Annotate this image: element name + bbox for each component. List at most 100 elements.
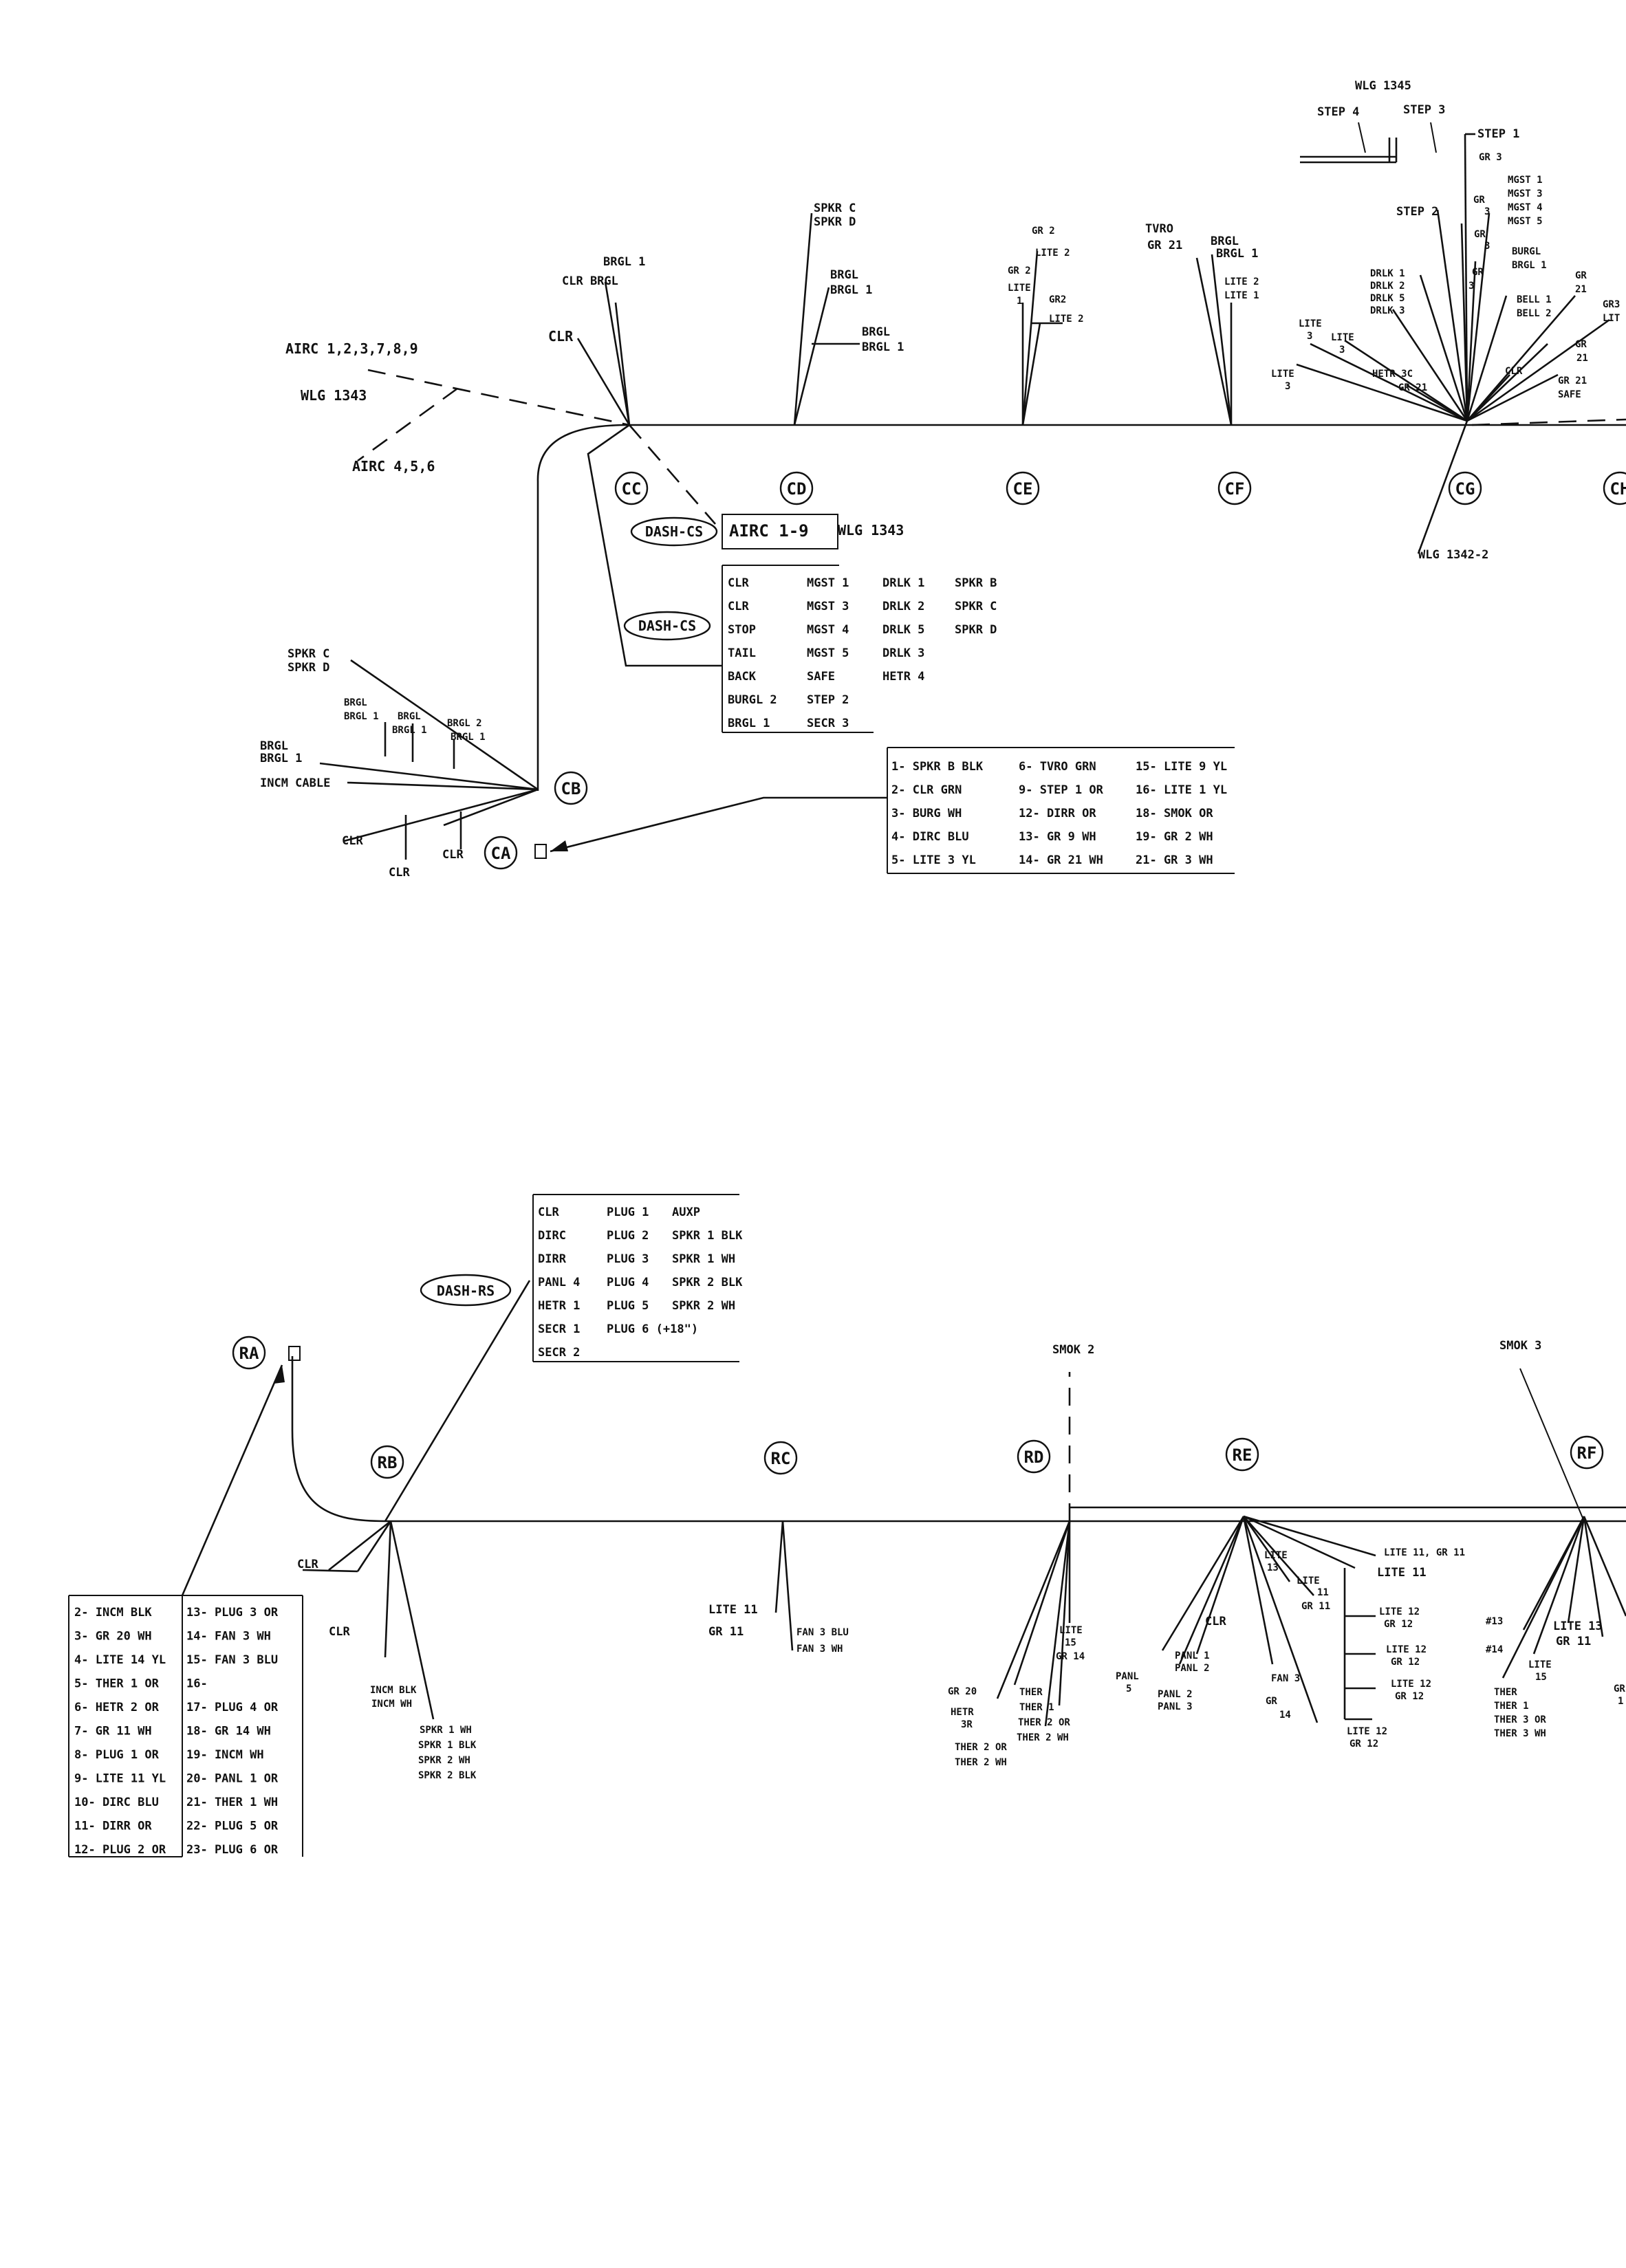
airc-1-9-label: AIRC 1-9 (729, 521, 809, 541)
dash-rs-table-cell: PLUG 6 (+18") (607, 1322, 698, 1336)
dash-rs-table-cell: HETR 1 (538, 1299, 580, 1313)
step3-label: STEP 3 (1403, 103, 1445, 117)
fan3blu-label: FAN 3 BLU (796, 1627, 849, 1638)
connector-cf: CF (1217, 471, 1252, 505)
gr12d-label: GR 12 (1349, 1738, 1378, 1749)
lite3b-label: LITE (1331, 332, 1354, 343)
panl5-label: PANL (1116, 1671, 1139, 1682)
svg-text:RD: RD (1024, 1448, 1044, 1467)
gr20-label: GR 20 (948, 1686, 977, 1697)
brgl-a-label: BRGL (830, 268, 858, 282)
airc456-branch (357, 387, 458, 462)
lite13-label: LITE (1264, 1550, 1288, 1561)
pin-table-bottom-cell: 3- GR 20 WH (74, 1630, 152, 1644)
gr21c-label: GR (1575, 339, 1587, 350)
pin-table-top-cell: 16- LITE 1 YL (1136, 783, 1227, 797)
clr3-label: CLR (342, 834, 363, 848)
dash-cs-table-cell: STOP (728, 623, 756, 637)
ther1-label: THER 1 (1019, 1702, 1054, 1713)
cc-to-dash-cs (629, 424, 716, 525)
connector-rf: RF (1570, 1435, 1604, 1470)
pin-table-top-cell: 13- GR 9 WH (1019, 830, 1096, 844)
pin-table-bottom-cell: 22- PLUG 5 OR (186, 1820, 279, 1833)
smok3-label: SMOK 3 (1499, 1339, 1541, 1353)
pin-table-top-cell: 15- LITE 9 YL (1136, 760, 1227, 774)
clr4-label: CLR (389, 866, 410, 880)
gr21c2-label: 21 (1576, 353, 1588, 364)
dash-rs-table-cell: DIRR (538, 1252, 567, 1266)
pin-table-bottom-cell: 5- THER 1 OR (74, 1677, 160, 1691)
gr-2-label: GR (1474, 229, 1486, 240)
incm-cable-label: INCM CABLE (260, 776, 330, 790)
dash-cs-table-cell: STEP 2 (807, 693, 849, 707)
drlk3-label: DRLK 3 (1370, 305, 1405, 316)
lite13b-label: 13 (1267, 1562, 1279, 1573)
bell1-label: BELL 1 (1517, 294, 1552, 305)
lite11b-label: LITE (1297, 1575, 1320, 1586)
b-clr1-label: CLR (297, 1558, 318, 1571)
lite15-label: LITE (1059, 1625, 1083, 1636)
connector-re: RE (1225, 1437, 1259, 1472)
gr2b-label: GR 2 (1008, 265, 1031, 276)
step1-label: STEP 1 (1477, 127, 1519, 141)
ca-connector-box (534, 844, 547, 859)
b-clr3-label: CLR (1205, 1615, 1226, 1628)
airc456-label: AIRC 4,5,6 (352, 458, 435, 475)
ra-connector-box (288, 1346, 301, 1361)
dash-cs-label-1: DASH-CS (630, 516, 718, 547)
dash-cs-table-cell: MGST 3 (807, 600, 849, 613)
ther-b-label: THER (1494, 1687, 1517, 1698)
mgst5-label: MGST 5 (1508, 216, 1543, 227)
lite3a2-label: 3 (1307, 331, 1312, 342)
pin-table-bottom-cell: 12- PLUG 2 OR (74, 1843, 166, 1857)
gr3b-label: GR3 (1603, 299, 1620, 310)
connector-ra: RA (232, 1335, 266, 1370)
dash-cs-table-cell: BRGL 1 (728, 717, 770, 730)
gr12c-label: GR 12 (1395, 1691, 1424, 1702)
connector-cc: CC (614, 471, 649, 505)
pin-table-top-cell: 12- DIRR OR (1019, 807, 1096, 820)
panl2-label: PANL 2 (1175, 1663, 1210, 1674)
lite3c2-label: 3 (1285, 381, 1290, 392)
svg-text:CF: CF (1225, 479, 1245, 499)
spkrc-label: SPKR C (814, 201, 856, 215)
dash-cs-table-cell: HETR 4 (882, 670, 924, 684)
dash-cs-table-cell: BURGL 2 (728, 693, 777, 707)
dash-cs-table-cell: DRLK 1 (882, 576, 924, 590)
incm-blk-label: INCM BLK (370, 1685, 417, 1696)
brgl-e-label: BRGL (344, 697, 367, 708)
gr11b-label: GR 11 (1301, 1601, 1330, 1612)
pin-table-top-cell: 1- SPKR B BLK (891, 760, 984, 774)
dash-rs-table-cell: SECR 2 (538, 1346, 580, 1360)
mgst3-label: MGST 3 (1508, 188, 1543, 199)
dash-cs-loop (587, 424, 722, 667)
gr-1-label: GR (1473, 195, 1485, 206)
spkrd2-label: SPKR D (288, 661, 329, 675)
gr14-label: GR 14 (1056, 1651, 1085, 1662)
dash-rs-table-cell: PLUG 2 (607, 1229, 649, 1243)
dash-cs-table-cell: DRLK 2 (882, 600, 924, 613)
connector-cg: CG (1448, 471, 1482, 505)
dash-rs-table-cell: PLUG 1 (607, 1206, 649, 1219)
one-edge-label: 1 (1618, 1696, 1623, 1707)
b-clr2-label: CLR (329, 1625, 350, 1639)
pin-table-top-cell: 2- CLR GRN (891, 783, 962, 797)
connector-cd: CD (779, 471, 814, 505)
three-3-label: 3 (1468, 281, 1474, 292)
pin-table-bottom-cell: 11- DIRR OR (74, 1820, 152, 1833)
pin-table-bottom-cell: 16- (186, 1677, 208, 1691)
dash-rs-table-cell: SPKR 1 BLK (672, 1229, 743, 1243)
brgl-f-label: BRGL (398, 711, 421, 722)
dash-rs-table-cell: PLUG 5 (607, 1299, 649, 1313)
spkr1blk-label: SPKR 1 BLK (418, 1740, 477, 1751)
spkrc2-label: SPKR C (288, 647, 329, 661)
dash-cs-table-cell: DRLK 5 (882, 623, 924, 637)
brgl1-f-label: BRGL 1 (392, 725, 427, 736)
wlg1343-label-a: WLG 1343 (301, 387, 367, 404)
dash-cs-table-cell: MGST 1 (807, 576, 849, 590)
dash-cs-table-cell: SPKR B (955, 576, 997, 590)
pin-table-bottom-cell: 20- PANL 1 OR (186, 1772, 279, 1786)
smok2-label: SMOK 2 (1052, 1343, 1094, 1357)
lite12b-label: LITE 12 (1386, 1644, 1427, 1655)
gr14b-label: GR (1266, 1696, 1277, 1707)
